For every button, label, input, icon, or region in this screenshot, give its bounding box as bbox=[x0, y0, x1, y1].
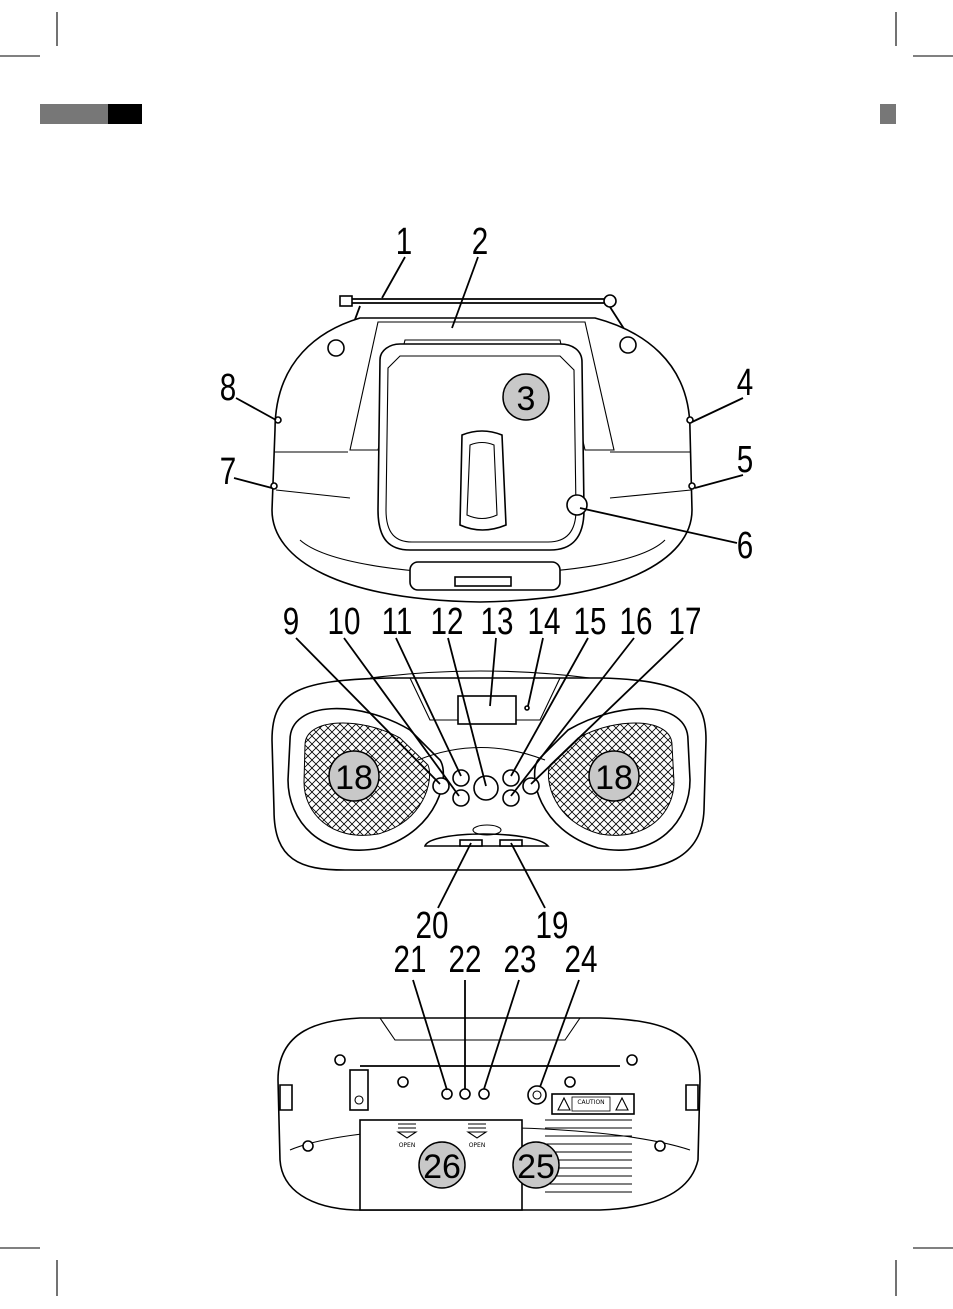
callout-8: 8 bbox=[220, 367, 236, 409]
svg-text:18: 18 bbox=[595, 759, 633, 797]
header-bar-right bbox=[880, 104, 896, 124]
open-label-left: OPEN bbox=[399, 1142, 416, 1149]
svg-text:26: 26 bbox=[423, 1148, 461, 1186]
svg-text:25: 25 bbox=[517, 1148, 555, 1186]
callout-16: 16 bbox=[620, 601, 653, 643]
open-label-right: OPEN bbox=[469, 1142, 486, 1149]
callout-23: 23 bbox=[504, 939, 537, 981]
callout-9: 9 bbox=[283, 601, 299, 643]
rear-view bbox=[278, 1018, 700, 1210]
callout-badge-18-left: 18 bbox=[329, 751, 379, 801]
callout-6: 6 bbox=[737, 525, 753, 567]
callout-19: 19 bbox=[536, 905, 569, 947]
svg-text:18: 18 bbox=[335, 759, 373, 797]
callout-badge-3: 3 bbox=[503, 374, 549, 420]
callout-7: 7 bbox=[220, 451, 236, 493]
callout-24: 24 bbox=[565, 939, 598, 981]
callout-11: 11 bbox=[382, 601, 413, 643]
callout-4: 4 bbox=[737, 362, 753, 404]
callout-17: 17 bbox=[669, 601, 702, 643]
callout-15: 15 bbox=[574, 601, 607, 643]
callout-1: 1 bbox=[396, 221, 412, 263]
callout-10: 10 bbox=[328, 601, 361, 643]
callout-14: 14 bbox=[528, 601, 561, 643]
callout-13: 13 bbox=[481, 601, 514, 643]
callout-2: 2 bbox=[472, 221, 488, 263]
caution-label: CAUTION bbox=[577, 1099, 604, 1106]
callout-22: 22 bbox=[449, 939, 482, 981]
callout-badge-25: 25 bbox=[513, 1142, 559, 1188]
svg-text:3: 3 bbox=[517, 380, 536, 418]
callout-badge-26: 26 bbox=[419, 1142, 465, 1188]
header-bar-black bbox=[108, 104, 142, 124]
top-view bbox=[271, 295, 695, 602]
callout-12: 12 bbox=[431, 601, 464, 643]
header-bar-gray bbox=[40, 104, 108, 124]
callout-21: 21 bbox=[394, 939, 427, 981]
callout-5: 5 bbox=[737, 439, 753, 481]
callout-badge-18-right: 18 bbox=[589, 751, 639, 801]
